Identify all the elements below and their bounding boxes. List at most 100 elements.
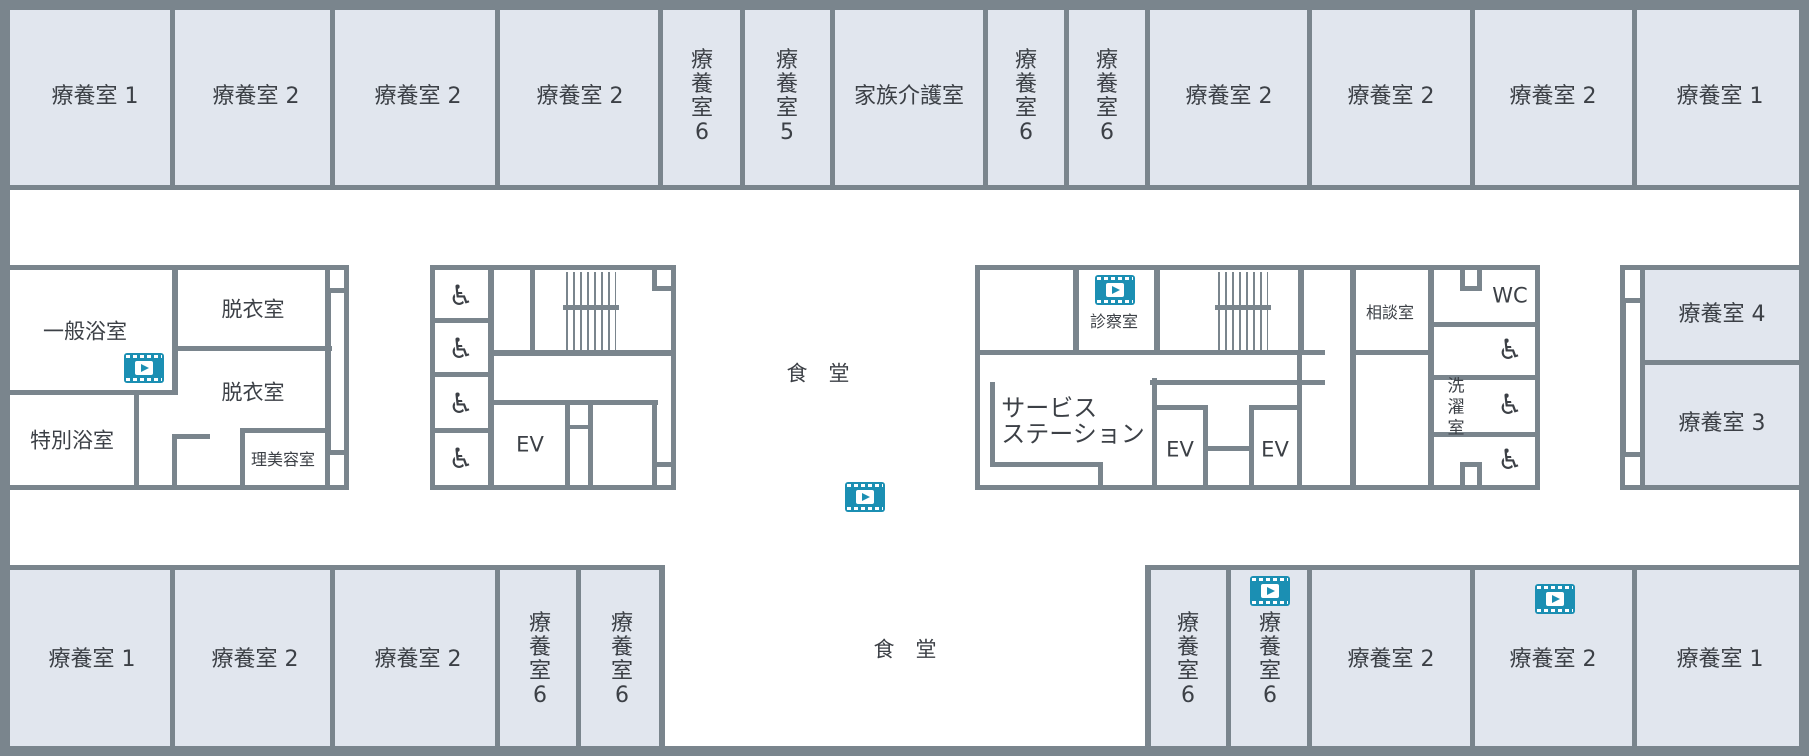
wc-label: WC <box>1492 283 1528 308</box>
right-block-wall <box>1249 405 1301 410</box>
room-label: 療養室 2 <box>374 647 462 672</box>
special-bath-label: 特別浴室 <box>30 428 114 453</box>
right-block-wall <box>1428 375 1540 380</box>
room-top-2 <box>170 5 335 190</box>
video-play-icon[interactable] <box>1095 275 1135 305</box>
right-block-wall <box>1073 265 1079 355</box>
barber-room-label: 理美容室 <box>250 450 316 469</box>
video-play-icon[interactable] <box>124 353 164 383</box>
right-wing-niche <box>1620 265 1645 303</box>
service-station-label: サービス ステーション <box>1001 394 1145 448</box>
room-top-11 <box>1307 5 1475 190</box>
right-block-wall <box>1298 265 1304 355</box>
dining-label-upper: 食 堂 <box>786 361 850 386</box>
accessible-toilet-icon: ♿ <box>1497 333 1523 366</box>
accessible-toilet-icon: ♿ <box>448 442 474 475</box>
outer-wall-bottom <box>0 746 1809 756</box>
accessible-toilet-icon: ♿ <box>448 387 474 420</box>
staircase <box>1218 272 1268 350</box>
right-block-wall <box>1152 378 1157 486</box>
room-bottom-3 <box>330 565 500 751</box>
room-bottom-4 <box>495 565 581 751</box>
staircase-landing <box>563 305 619 310</box>
room-label: 療養室 2 <box>1509 84 1597 109</box>
center-block-wall <box>488 265 494 490</box>
center-block-wall <box>593 400 658 405</box>
right-block-wall <box>1428 432 1540 437</box>
laundry-label: 洗濯室 <box>1447 376 1465 439</box>
center-block-wall <box>565 425 593 429</box>
room-label: 療養室 1 <box>1676 84 1764 109</box>
right-block-wall <box>1152 405 1207 410</box>
accessible-toilet-icon: ♿ <box>448 332 474 365</box>
accessible-toilet-icon: ♿ <box>1497 388 1523 421</box>
right-wing-wall <box>1620 265 1626 490</box>
right-block-wall <box>1150 380 1325 385</box>
room-label: 療養室 2 <box>212 84 300 109</box>
right-block-wall <box>1350 265 1356 490</box>
staircase <box>566 272 616 350</box>
center-block-wall <box>530 265 535 355</box>
room-right-4 <box>1640 265 1804 365</box>
right-block-wall <box>1098 462 1103 486</box>
left-block-wall <box>240 428 330 433</box>
staircase-landing <box>1215 305 1271 310</box>
right-wing-niche <box>1620 452 1645 490</box>
room-top-1 <box>5 5 175 190</box>
room-bottom-10 <box>1632 565 1804 751</box>
left-block-wall <box>325 265 331 490</box>
video-play-icon[interactable] <box>845 482 885 512</box>
video-play-icon[interactable] <box>1250 576 1290 606</box>
room-label: 療養室 2 <box>1185 84 1273 109</box>
right-block-wall <box>1249 405 1254 486</box>
elevator-label: EV <box>1166 437 1194 462</box>
right-block-wall <box>990 382 995 467</box>
center-block-wall <box>430 318 492 323</box>
left-block-niche <box>325 265 349 293</box>
dining-wall-right <box>1145 565 1151 751</box>
center-block-wall <box>565 400 593 405</box>
room-label: 療養室 2 <box>1347 647 1435 672</box>
left-block-wall <box>240 428 245 490</box>
left-block-wall <box>172 346 332 351</box>
dressing-room-label: 脱衣室 <box>221 297 285 322</box>
center-block-niche <box>652 265 676 291</box>
center-block-wall <box>430 428 492 433</box>
left-block-niche <box>325 450 349 490</box>
accessible-toilet-icon: ♿ <box>1497 443 1523 476</box>
right-block-wall <box>1207 446 1251 451</box>
room-label: 家族介護室 <box>853 84 965 109</box>
general-bath-label: 一般浴室 <box>43 319 127 344</box>
room-bottom-8 <box>1307 565 1475 751</box>
center-block-wall <box>430 372 492 377</box>
accessible-toilet-icon: ♿ <box>448 279 474 312</box>
left-block-wall <box>172 434 210 439</box>
right-block-wall <box>975 350 1325 355</box>
room-label: 療養室 1 <box>1676 647 1764 672</box>
center-block-wall <box>488 350 676 356</box>
room-label: 療養室 2 <box>1509 647 1597 672</box>
right-block-niche <box>1460 265 1482 291</box>
right-block-wall <box>990 462 1102 467</box>
exam-room-label: 診察室 <box>1089 312 1139 331</box>
room-right-3 <box>1640 360 1804 490</box>
right-block-wall <box>1350 350 1432 355</box>
video-play-icon[interactable] <box>1535 584 1575 614</box>
room-label: 療養室 2 <box>374 84 462 109</box>
left-block-wall <box>5 390 178 395</box>
room-top-13 <box>1632 5 1804 190</box>
dressing-room-label: 脱衣室 <box>221 380 285 405</box>
room-label: 療養室 2 <box>211 647 299 672</box>
center-block-wall <box>565 400 570 490</box>
center-block-wall <box>488 400 568 405</box>
room-top-8 <box>983 5 1069 190</box>
right-block-wall <box>1297 355 1302 485</box>
center-block <box>430 265 676 490</box>
